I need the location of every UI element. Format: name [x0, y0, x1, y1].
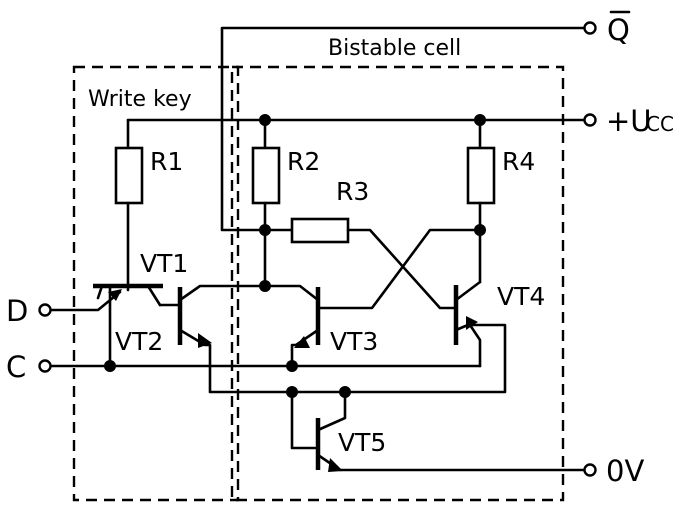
vt1-label: VT1 — [140, 249, 188, 278]
write-key-label: Write key — [88, 87, 192, 112]
r4-label: R4 — [502, 147, 535, 176]
zero-v-label: 0V — [606, 454, 644, 488]
terminal-q-bar — [583, 21, 597, 35]
vt3-label: VT3 — [330, 327, 378, 356]
ucc-sub-label: CC — [646, 112, 674, 136]
resistor-r4 — [466, 146, 496, 205]
terminal-d — [38, 303, 52, 317]
r2-label: R2 — [287, 147, 320, 176]
terminal-ucc — [583, 113, 597, 127]
d-label: D — [6, 294, 28, 328]
r1-label: R1 — [150, 147, 183, 176]
vt5-label: VT5 — [338, 428, 386, 457]
vt2-label: VT2 — [115, 327, 163, 356]
c-label: C — [6, 350, 26, 384]
bistable-cell-box — [230, 65, 565, 502]
bistable-cell-label: Bistable cell — [328, 36, 461, 61]
q-bar-label: Q — [607, 13, 630, 47]
vt4-label: VT4 — [497, 282, 545, 311]
ucc-label: +U — [606, 104, 652, 138]
resistor-r2 — [251, 146, 281, 205]
terminal-c — [38, 359, 52, 373]
terminal-0v — [583, 463, 597, 477]
resistor-r1 — [114, 146, 144, 205]
resistor-r3 — [290, 217, 350, 244]
r3-label: R3 — [336, 177, 369, 206]
write-key-box — [72, 65, 240, 502]
q-bar-wire — [220, 26, 590, 232]
